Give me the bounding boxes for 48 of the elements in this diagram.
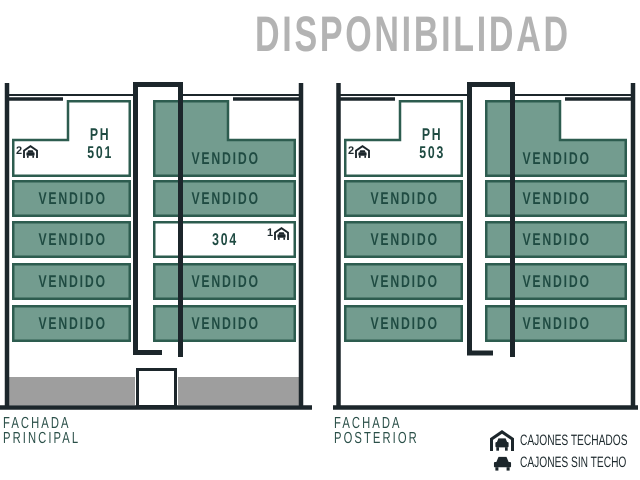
apartment-unit xyxy=(485,100,627,177)
status-label: VENDIDO xyxy=(522,150,592,168)
apartment-unit xyxy=(344,263,463,300)
apartment-unit xyxy=(344,221,463,258)
status-label: VENDIDO xyxy=(190,272,260,290)
legend-label: CAJONES SIN TECHO xyxy=(520,454,626,472)
status-label: VENDIDO xyxy=(369,314,439,332)
status-label: VENDIDO xyxy=(190,150,260,168)
unit-number: PH 501 xyxy=(86,126,114,162)
status-label: VENDIDO xyxy=(37,230,107,248)
legend-label: CAJONES TECHADOS xyxy=(520,432,628,450)
apartment-unit xyxy=(12,305,131,342)
status-label: VENDIDO xyxy=(522,272,592,290)
apartment-unit xyxy=(344,100,463,177)
apartment-unit xyxy=(153,263,296,300)
apartment-unit xyxy=(153,180,296,217)
status-label: VENDIDO xyxy=(369,190,439,208)
unit-number: 304 xyxy=(211,230,238,248)
apartment-unit xyxy=(344,180,463,217)
apartment-unit xyxy=(12,221,131,258)
apartment-unit xyxy=(12,263,131,300)
apartment-unit xyxy=(12,180,131,217)
apartment-unit xyxy=(485,305,627,342)
apartment-unit xyxy=(153,100,296,177)
apartment-unit xyxy=(344,305,463,342)
page-title: DISPONIBILIDAD xyxy=(255,9,571,59)
status-label: VENDIDO xyxy=(37,314,107,332)
apartment-unit xyxy=(12,100,131,177)
status-label: VENDIDO xyxy=(369,230,439,248)
apartment-unit xyxy=(485,263,627,300)
parking-count: 1 xyxy=(267,227,274,240)
facade-label: FACHADA POSTERIOR xyxy=(334,416,414,446)
facade-label: FACHADA PRINCIPAL xyxy=(3,416,82,446)
status-label: VENDIDO xyxy=(369,272,439,290)
status-label: VENDIDO xyxy=(522,314,592,332)
status-label: VENDIDO xyxy=(37,190,107,208)
apartment-unit xyxy=(485,221,627,258)
apartment-unit xyxy=(485,180,627,217)
apartment-unit xyxy=(153,221,296,258)
status-label: VENDIDO xyxy=(190,190,260,208)
status-label: VENDIDO xyxy=(522,230,592,248)
status-label: VENDIDO xyxy=(190,314,260,332)
parking-count: 2 xyxy=(16,145,22,158)
status-label: VENDIDO xyxy=(37,272,107,290)
apartment-unit xyxy=(153,305,296,342)
unit-number: PH 503 xyxy=(418,126,446,162)
status-label: VENDIDO xyxy=(522,190,592,208)
parking-count: 2 xyxy=(348,145,354,158)
